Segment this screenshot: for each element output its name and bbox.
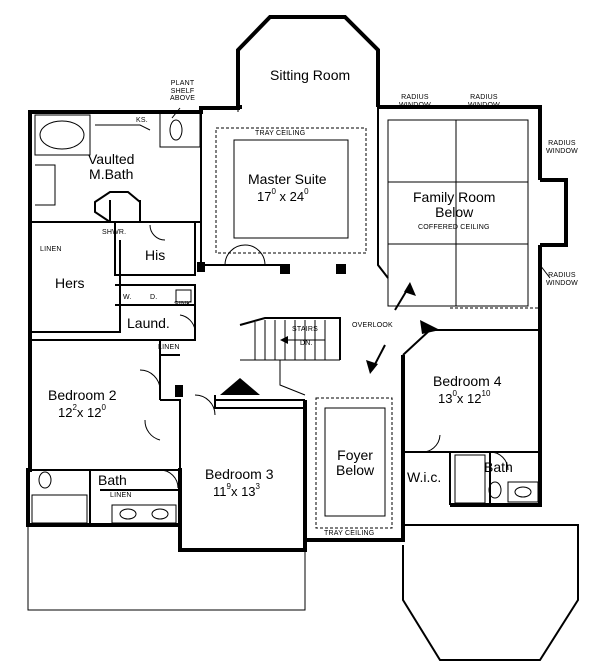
fixtures xyxy=(31,111,539,524)
hall-linen-label: LINEN xyxy=(158,344,180,351)
bedroom-2-dimensions: 122x 120 xyxy=(58,403,106,420)
window-leaders xyxy=(171,107,551,279)
overlook-label: OVERLOOK xyxy=(352,322,393,329)
walk-in-closet-label: W.i.c. xyxy=(407,469,442,485)
shower-label: SHWR. xyxy=(102,229,127,236)
bath-linen-label: LINEN xyxy=(110,492,132,499)
bedroom-3-dimensions: 119x 133 xyxy=(213,482,260,499)
master-suite-label: Master Suite xyxy=(248,171,327,187)
wall-markers xyxy=(175,262,440,397)
master-tray-ceiling-label: TRAY CEILING xyxy=(255,130,306,137)
stairs-down-label: DN. xyxy=(300,340,313,347)
his-closet-label: His xyxy=(145,247,166,263)
ks-label: KS. xyxy=(136,117,148,124)
bedroom-2-label: Bedroom 2 xyxy=(48,387,117,403)
master-suite-dimensions: 170 x 240 xyxy=(257,187,309,204)
hers-closet-label: Hers xyxy=(55,275,85,291)
exterior-walls xyxy=(26,15,579,661)
washer-label: W. xyxy=(123,294,132,301)
bedroom-4-label: Bedroom 4 xyxy=(433,373,502,389)
hers-linen-label: LINEN xyxy=(40,246,62,253)
bath-left-label: Bath xyxy=(98,472,127,488)
doors xyxy=(139,224,509,489)
ceiling-outlines xyxy=(215,119,540,529)
stairs-label: STAIRS xyxy=(292,326,318,333)
laundry-label: Laund. xyxy=(127,315,170,331)
coffered-ceiling-label: COFFERED CEILING xyxy=(418,224,490,231)
bedroom-4-dimensions: 130x 1210 xyxy=(438,389,491,406)
view-arrows xyxy=(280,282,416,374)
bedroom-3-label: Bedroom 3 xyxy=(205,466,274,482)
sink-label: SINK xyxy=(174,301,192,308)
sitting-room-label: Sitting Room xyxy=(270,67,351,83)
dryer-label: D. xyxy=(150,294,158,301)
bath-right-label: Bath xyxy=(484,459,513,475)
foyer-tray-ceiling-label: TRAY CEILING xyxy=(324,530,375,537)
